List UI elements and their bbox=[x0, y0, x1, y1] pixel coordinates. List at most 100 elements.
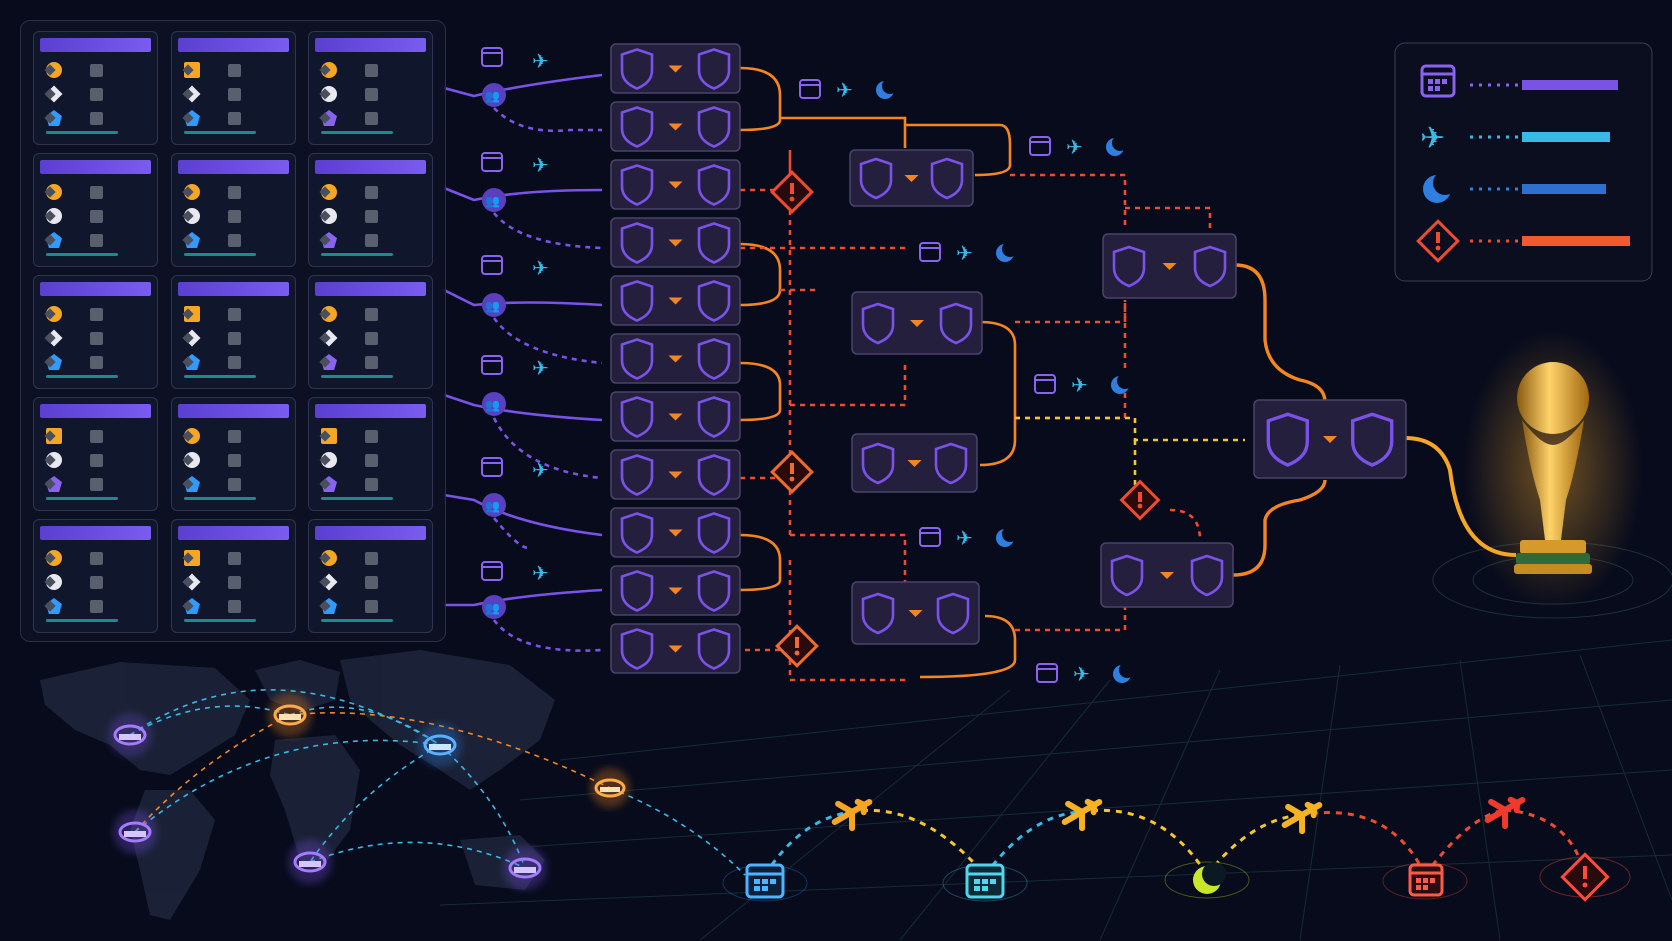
caret-icon bbox=[908, 610, 923, 617]
match-box[interactable] bbox=[851, 291, 983, 355]
match-box[interactable] bbox=[849, 149, 974, 207]
group-team-row bbox=[44, 452, 147, 468]
caret-icon bbox=[668, 645, 683, 653]
match-box[interactable] bbox=[610, 623, 741, 674]
calendar-icon bbox=[1420, 64, 1456, 98]
group-card[interactable] bbox=[171, 519, 296, 633]
team-slot-icon bbox=[90, 576, 103, 589]
airplane-icon: ✈ bbox=[1420, 121, 1445, 156]
trophy-icon bbox=[1432, 330, 1672, 619]
group-team-row bbox=[44, 85, 147, 103]
group-team-row bbox=[319, 110, 422, 126]
team-slot-icon bbox=[228, 186, 241, 199]
team-slot-icon bbox=[365, 454, 378, 467]
group-card[interactable] bbox=[308, 275, 433, 389]
shield-icon bbox=[1193, 245, 1227, 288]
caret-icon bbox=[668, 471, 683, 479]
team-slot-icon bbox=[228, 308, 241, 321]
group-card[interactable] bbox=[308, 397, 433, 511]
group-card[interactable] bbox=[171, 31, 296, 145]
group-team-row bbox=[182, 550, 285, 566]
group-card[interactable] bbox=[33, 397, 158, 511]
airplane-icon bbox=[831, 798, 873, 832]
team-slot-icon bbox=[90, 430, 103, 443]
group-card[interactable] bbox=[171, 153, 296, 267]
match-box[interactable] bbox=[610, 217, 741, 268]
match-box[interactable] bbox=[610, 333, 741, 384]
match-box[interactable] bbox=[610, 391, 741, 442]
team-slot-icon bbox=[365, 430, 378, 443]
caret-icon bbox=[668, 123, 683, 131]
group-progress-bar bbox=[321, 131, 393, 134]
stadium-icon bbox=[113, 810, 157, 854]
group-card[interactable] bbox=[33, 31, 158, 145]
team-slot-icon bbox=[90, 234, 103, 247]
match-box[interactable] bbox=[610, 43, 741, 94]
group-team-row bbox=[182, 598, 285, 614]
shield-icon bbox=[697, 512, 731, 554]
bracket-annotations: ✈ ✈ ✈ ✈ ✈ ✈ 👥👥👥 👥👥👥 ✈ ✈ ✈ ✈ ✈ ✈ bbox=[481, 47, 1135, 686]
group-team-row bbox=[319, 232, 422, 248]
match-box[interactable] bbox=[1102, 233, 1237, 299]
shield-icon bbox=[697, 280, 731, 322]
team-slot-icon bbox=[365, 234, 378, 247]
shield-icon bbox=[1190, 554, 1224, 597]
group-card[interactable] bbox=[171, 275, 296, 389]
svg-text:✈: ✈ bbox=[532, 256, 549, 280]
shield-icon bbox=[1112, 245, 1146, 288]
svg-text:✈: ✈ bbox=[1071, 373, 1088, 397]
group-card[interactable] bbox=[33, 275, 158, 389]
match-box[interactable] bbox=[1100, 542, 1234, 608]
match-box[interactable] bbox=[1253, 399, 1407, 479]
team-slot-icon bbox=[228, 234, 241, 247]
shield-icon bbox=[620, 570, 654, 612]
group-card[interactable] bbox=[308, 153, 433, 267]
group-card[interactable] bbox=[33, 153, 158, 267]
group-card[interactable] bbox=[171, 397, 296, 511]
team-slot-icon bbox=[365, 356, 378, 369]
shield-icon bbox=[697, 106, 731, 148]
group-progress-bar bbox=[321, 253, 393, 256]
group-team-row bbox=[319, 208, 422, 224]
svg-text:👥: 👥 bbox=[485, 299, 500, 313]
team-slot-icon bbox=[228, 88, 241, 101]
match-box[interactable] bbox=[851, 433, 978, 493]
group-card[interactable] bbox=[308, 519, 433, 633]
group-team-row bbox=[182, 232, 285, 248]
shield-icon bbox=[1351, 412, 1394, 467]
stadium-icon bbox=[108, 713, 152, 757]
caret-icon bbox=[1323, 436, 1337, 443]
group-card-header bbox=[178, 38, 289, 52]
match-box[interactable] bbox=[610, 101, 741, 152]
team-slot-icon bbox=[90, 64, 103, 77]
svg-text:✈: ✈ bbox=[836, 78, 853, 102]
group-team-row bbox=[44, 184, 147, 200]
group-progress-bar bbox=[184, 131, 256, 134]
match-box[interactable] bbox=[610, 507, 741, 558]
match-box[interactable] bbox=[610, 159, 741, 210]
team-slot-icon bbox=[228, 454, 241, 467]
svg-text:👥: 👥 bbox=[485, 499, 500, 513]
match-box[interactable] bbox=[610, 449, 741, 500]
group-progress-bar bbox=[46, 619, 118, 622]
group-card[interactable] bbox=[308, 31, 433, 145]
group-card-header bbox=[178, 160, 289, 174]
match-box[interactable] bbox=[851, 581, 980, 645]
team-slot-icon bbox=[90, 332, 103, 345]
warning-diamond-icon bbox=[775, 624, 819, 668]
svg-text:👥: 👥 bbox=[485, 194, 500, 208]
shield-icon bbox=[620, 454, 654, 496]
group-team-row bbox=[182, 208, 285, 224]
match-box[interactable] bbox=[610, 275, 741, 326]
shield-icon bbox=[861, 592, 895, 635]
caret-icon bbox=[904, 175, 919, 182]
group-card-header bbox=[40, 160, 151, 174]
caret-icon bbox=[668, 355, 683, 363]
group-card[interactable] bbox=[33, 519, 158, 633]
team-slot-icon bbox=[228, 430, 241, 443]
match-box[interactable] bbox=[610, 565, 741, 616]
shield-icon bbox=[620, 280, 654, 322]
svg-text:✈: ✈ bbox=[1073, 662, 1090, 686]
group-team-row bbox=[44, 329, 147, 347]
group-team-row bbox=[319, 550, 422, 566]
